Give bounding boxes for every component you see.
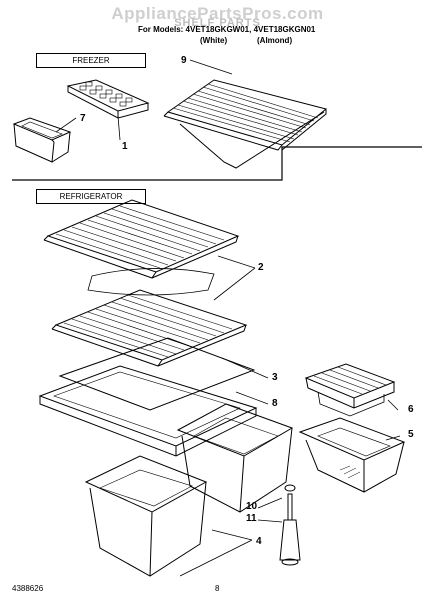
callout-9: 9 <box>181 55 187 66</box>
glass-shelf <box>58 337 256 411</box>
deli-drawer <box>304 363 396 417</box>
callout-7: 7 <box>80 113 86 124</box>
watermark: AppliancePartsPros.com <box>111 4 324 23</box>
freezer-wire-shelf <box>163 79 328 169</box>
callout-10: 10 <box>246 501 258 512</box>
refrigerator-label: REFRIGERATOR <box>36 189 146 204</box>
doc-number: 4388626 <box>12 584 44 593</box>
lower-wire-shelf <box>51 289 248 367</box>
crisper-drawer-left <box>84 455 208 577</box>
upper-wire-shelf <box>43 199 240 296</box>
crisper-drawer-right <box>176 403 294 513</box>
freezer-label: FREEZER <box>36 53 146 68</box>
small-pan <box>298 417 406 493</box>
callout-3: 3 <box>272 372 278 383</box>
callout-8: 8 <box>272 398 278 409</box>
crisper-cover <box>38 365 258 457</box>
callout-5: 5 <box>408 429 414 440</box>
color-white: (White) <box>200 36 228 45</box>
page-number: 8 <box>215 584 220 593</box>
callout-4: 4 <box>256 536 262 547</box>
roller-and-stud <box>279 484 301 566</box>
leader-lines <box>55 59 401 577</box>
diagram-title: SHELF PARTS <box>174 17 261 29</box>
callout-11: 11 <box>246 513 257 524</box>
ice-bin <box>12 117 72 163</box>
callout-6: 6 <box>408 404 414 415</box>
models-line: For Models: 4VET18GKGW01, 4VET18GKGN01 <box>138 25 316 34</box>
callout-1: 1 <box>122 141 128 152</box>
callout-2: 2 <box>258 262 264 273</box>
color-almond: (Almond) <box>257 36 293 45</box>
